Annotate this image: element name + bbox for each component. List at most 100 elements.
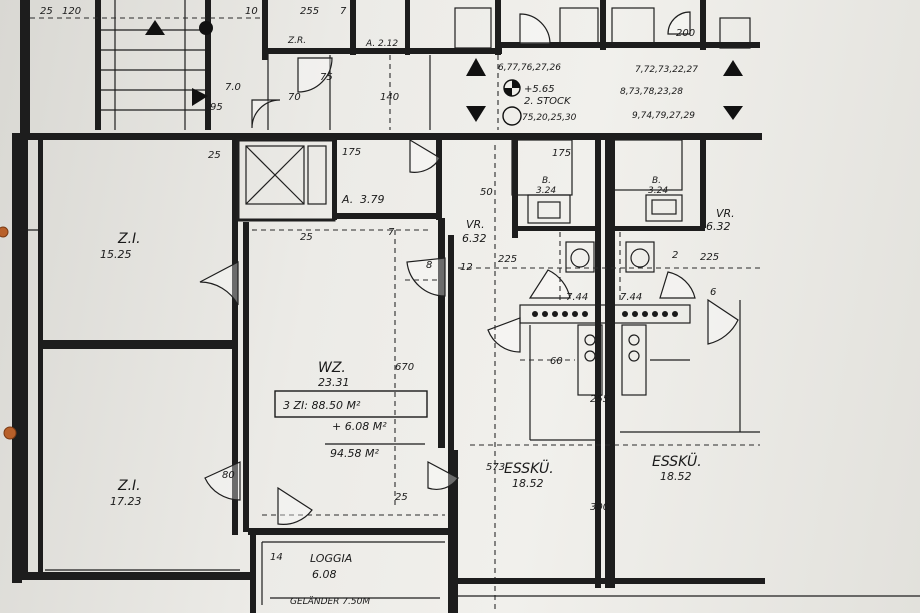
- dimension-text: 7.0: [225, 82, 241, 93]
- stair-arrow-icon: [192, 88, 208, 106]
- door-swing-icon: [519, 13, 551, 45]
- area-summary-line: + 6.08 M²: [332, 420, 387, 433]
- room-label: ESSKÜ.: [504, 459, 554, 477]
- room-area: 3.79: [360, 193, 385, 206]
- dimension-text: 255: [300, 6, 319, 17]
- dimension-text: 225: [700, 252, 719, 263]
- room-area: 17.23: [110, 495, 142, 508]
- area-summary-line: 94.58 M²: [330, 447, 379, 460]
- dimension-text: 14: [270, 552, 283, 563]
- dimension-text: 10: [245, 6, 258, 17]
- door-swing-icon: [406, 257, 446, 297]
- binder-hole: [3, 426, 17, 440]
- door-swing-icon: [297, 57, 333, 93]
- dimension-text: 200: [676, 28, 695, 39]
- room-labels: Z.I. 15.25 Z.I. 17.23 WZ. 23.31 A. 3.79 …: [100, 36, 735, 581]
- door-swing-icon: [277, 486, 313, 525]
- dimension-text: 75: [320, 72, 333, 83]
- dimension-text: 175: [342, 147, 361, 158]
- dimension-text: 6: [710, 287, 716, 298]
- door-swing-icon: [667, 11, 691, 35]
- dimension-text: 140: [380, 92, 399, 103]
- stair-number-text: 8,73,78,23,28: [620, 87, 683, 97]
- dimension-text: 175: [552, 148, 571, 159]
- balcony-note: GELÄNDER 7.50M: [290, 596, 370, 607]
- room-area: 6.08: [312, 568, 337, 581]
- central-rooms: [236, 138, 459, 613]
- door-swing-icon: [487, 317, 521, 353]
- door-swing-icon: [528, 269, 571, 299]
- dimension-text: 25: [395, 492, 408, 503]
- left-rooms: [12, 133, 250, 583]
- dimension-text: 8: [426, 260, 432, 271]
- room-area: 6.32: [462, 232, 487, 245]
- area-summary-box: [274, 390, 428, 418]
- room-label: ESSKÜ.: [652, 452, 702, 470]
- room-label: B.: [542, 176, 551, 186]
- stair-treads: [100, 0, 205, 130]
- dimension-text: 7.44: [620, 292, 642, 303]
- dimension-text: 7: [388, 227, 395, 238]
- room-label: Z.R.: [287, 36, 306, 46]
- room-area: 15.25: [100, 248, 132, 261]
- door-swing-icon: [251, 99, 281, 129]
- dimension-text: 120: [62, 6, 81, 17]
- dimension-text: 225: [498, 254, 517, 265]
- door-swing-icon: [409, 138, 441, 173]
- room-label: B.: [652, 176, 661, 186]
- stair-number-text: 9,74,79,27,29: [632, 111, 695, 121]
- dimension-text: 670: [395, 362, 414, 373]
- area-summary-line: 3 ZI: 88.50 M²: [283, 399, 361, 412]
- room-area: 6.32: [706, 220, 731, 233]
- dimension-text: 12: [460, 262, 473, 273]
- room-label: A.: [365, 39, 375, 49]
- kitchen-counter: [532, 311, 678, 317]
- room-label: LOGGIA: [310, 552, 352, 565]
- door-swing-icon: [659, 271, 696, 299]
- dimension-text: 25: [40, 6, 53, 17]
- stair-number-text: 6,77,76,27,26: [498, 63, 561, 73]
- dimension-text: 7: [340, 6, 347, 17]
- stair-arrow-icon: [145, 20, 165, 35]
- dimension-text: 50: [480, 187, 493, 198]
- room-area: 18.52: [660, 470, 692, 483]
- dimension-text: 300: [590, 502, 609, 513]
- corridor-wall: [12, 133, 762, 140]
- stair-number-text: 7,72,73,22,27: [635, 65, 698, 75]
- dimension-labels: 25 120 10 255 7 7.0 95 70 75 140 200 25 …: [40, 6, 719, 563]
- dimension-text: 70: [288, 92, 301, 103]
- door-swing-icon: [199, 261, 239, 306]
- room-label: WZ.: [318, 360, 346, 376]
- dimension-text: 7.44: [566, 292, 588, 303]
- room-label: VR.: [466, 218, 485, 231]
- dimension-text: 255: [590, 394, 609, 405]
- room-area: 3.24: [648, 186, 668, 196]
- dimension-text: 80: [222, 470, 235, 481]
- dimension-text: 573: [486, 462, 505, 473]
- level-floor: 2. STOCK: [524, 96, 572, 107]
- column-marker-icon: [199, 21, 213, 35]
- room-label: Z.I.: [117, 231, 141, 247]
- dimension-text: 25: [300, 232, 313, 243]
- room-area: 2.12: [378, 39, 398, 49]
- area-summary: 3 ZI: 88.50 M² + 6.08 M² 94.58 M²: [283, 399, 387, 460]
- upper-strip: [20, 0, 760, 135]
- dimension-text: 60: [550, 356, 563, 367]
- stair-number-text: 75,20,25,30: [522, 113, 577, 123]
- room-area: 18.52: [512, 477, 544, 490]
- door-swing-icon: [427, 461, 459, 491]
- room-label: Z.I.: [117, 478, 141, 494]
- room-area: 3.24: [536, 186, 556, 196]
- door-swing-icon: [204, 461, 241, 501]
- right-rooms: [455, 138, 920, 610]
- room-label: A.: [341, 193, 353, 206]
- dimension-text: 25: [208, 150, 221, 161]
- level-marker: +5.65 2. STOCK 6,77,76,27,26 7,72,73,22,…: [466, 58, 743, 126]
- room-label: VR.: [716, 207, 735, 220]
- door-swing-icon: [707, 298, 739, 345]
- dimension-text: 2: [672, 250, 678, 261]
- binder-hole: [0, 226, 9, 238]
- dimension-text: 95: [210, 102, 223, 113]
